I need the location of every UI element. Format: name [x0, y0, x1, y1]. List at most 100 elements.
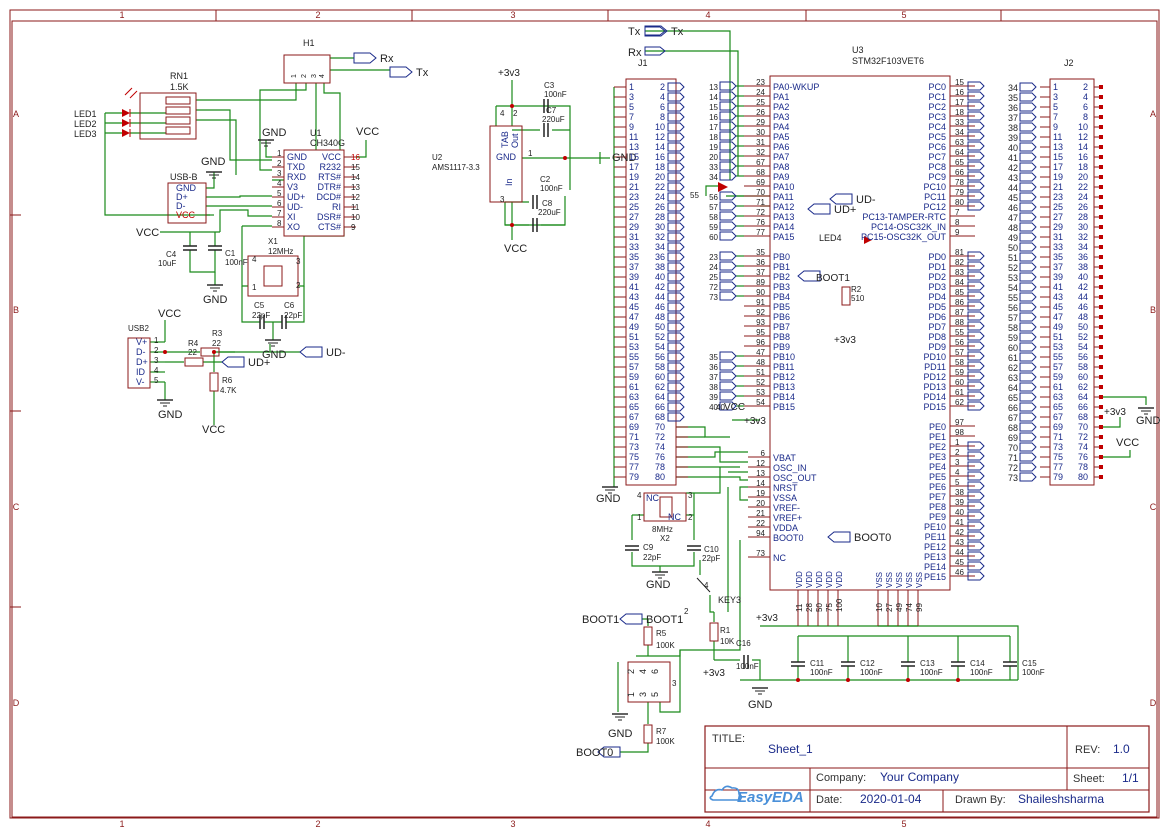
net-flag-label: Tx	[416, 67, 429, 79]
vcc-label: VCC	[1116, 437, 1139, 449]
stm-pin-num: 57	[955, 348, 964, 357]
ch340-pin-num: 2	[277, 159, 282, 168]
stm-pin-num: 30	[756, 128, 765, 137]
stm-port	[719, 351, 737, 361]
stm-pin-num: 70	[756, 188, 765, 197]
x1-pin: 4	[252, 255, 257, 264]
j2-pin-right: 70	[1078, 422, 1088, 432]
ch340-pin-name: XO	[287, 222, 300, 232]
stm-port	[719, 231, 737, 241]
stm-pin-num: 63	[955, 138, 964, 147]
ch340-pin-name: CTS#	[318, 222, 341, 232]
j2-pin-right: 28	[1078, 212, 1088, 222]
j1-pin-left: 13	[629, 142, 639, 152]
x2-pin: 3	[688, 491, 693, 500]
j2-port	[1019, 352, 1037, 362]
j2-pin-marker	[1099, 205, 1103, 209]
stm-pin-name: PC6	[928, 142, 946, 152]
stm-bottom-pin: 49	[895, 603, 904, 612]
j1-pin-left: 33	[629, 242, 639, 252]
stm-ext-num: 37	[709, 373, 718, 382]
j2-port	[1019, 462, 1037, 472]
led-ref: LED2	[74, 119, 97, 129]
vcc-label: VCC	[356, 126, 379, 138]
stm-pin-num: 82	[955, 258, 964, 267]
j2-pin-marker	[1099, 245, 1103, 249]
j1-pin-right: 30	[655, 222, 665, 232]
j1-pin-left: 31	[629, 232, 639, 242]
stm-pin-name: PC9	[928, 172, 946, 182]
j2-pin-marker	[1099, 305, 1103, 309]
stm-port	[719, 111, 737, 121]
stm-pin-num: 47	[756, 348, 765, 357]
stm-port	[967, 331, 985, 341]
j2-port	[1019, 372, 1037, 382]
j2-pin-right: 44	[1078, 292, 1088, 302]
stm-port	[967, 461, 985, 471]
stm-pin-name: PC11	[924, 192, 946, 202]
stm-port	[967, 381, 985, 391]
j2-pin-right: 66	[1078, 402, 1088, 412]
net-flag	[644, 46, 666, 56]
wire	[620, 743, 649, 753]
stm-pin-num: 79	[955, 188, 964, 197]
stm-pin-name: PC7	[928, 152, 946, 162]
j2-pin-marker	[1099, 475, 1103, 479]
stm-port	[719, 251, 737, 261]
stm-port	[967, 531, 985, 541]
stm-pin-num: 56	[955, 338, 964, 347]
j1-pin-left: 47	[629, 312, 639, 322]
border-row-label: B	[1150, 305, 1156, 315]
stm-pin-name: PB7	[773, 322, 790, 332]
j2-pin-marker	[1099, 425, 1103, 429]
j1-port	[667, 222, 685, 232]
j2-ext-num: 73	[1008, 473, 1018, 483]
wire	[196, 119, 237, 175]
stm-pin-num: 45	[955, 558, 964, 567]
j1-port	[667, 132, 685, 142]
stm-port	[719, 151, 737, 161]
c4-ref: C4	[166, 250, 177, 259]
ch340-pin-name: RI	[332, 202, 341, 212]
j1-pin-right: 6	[660, 102, 665, 112]
x1-value: 12MHz	[268, 247, 293, 256]
c14-ref: C14	[970, 659, 985, 668]
stm-pin-num: 96	[756, 338, 765, 347]
stm-pin-name: PD5	[928, 302, 946, 312]
j1-port	[667, 182, 685, 192]
stm-pin-name: PC3	[928, 112, 946, 122]
stm-pin-name: PA6	[773, 142, 789, 152]
rn1-element	[165, 96, 191, 105]
v33-label: +3v3	[756, 613, 778, 624]
j2-pin-left: 55	[1053, 352, 1063, 362]
stm-vdd: VDD	[835, 571, 844, 588]
stm-pin-name: PC14-OSC32K_IN	[871, 222, 946, 232]
j2-ext-num: 50	[1008, 243, 1018, 253]
stm-ext-num: 36	[709, 363, 718, 372]
j2-pin-left: 45	[1053, 302, 1063, 312]
j1-pin-left: 45	[629, 302, 639, 312]
j1-body	[625, 78, 677, 486]
ch340-pin-num: 3	[277, 169, 282, 178]
j1-port	[667, 332, 685, 342]
j1-pin-left: 9	[629, 122, 634, 132]
stm-port	[967, 301, 985, 311]
stm-pin-name: PB12	[773, 372, 795, 382]
stm-pin-name: PA13	[773, 212, 794, 222]
stm-pin-num: 6	[761, 449, 766, 458]
date-value: 2020-01-04	[860, 792, 922, 806]
j2-port	[1019, 292, 1037, 302]
stm-vss: VSS	[885, 572, 894, 588]
stm-pin-num: 9	[955, 228, 960, 237]
j2-ext-num: 35	[1008, 93, 1018, 103]
stm-pin-name: PE15	[924, 572, 946, 582]
c2-ref: C2	[540, 175, 551, 184]
usb2-ref: USB2	[128, 324, 149, 333]
stm-pin-num: 32	[756, 148, 765, 157]
ams-pin-num: 3	[500, 195, 505, 204]
stm-vdd: VDD	[815, 571, 824, 588]
stm-port	[719, 191, 737, 201]
stm-pin-num: 51	[756, 368, 765, 377]
rx-label-j: Rx	[628, 47, 642, 59]
j2-pin-marker	[1099, 325, 1103, 329]
